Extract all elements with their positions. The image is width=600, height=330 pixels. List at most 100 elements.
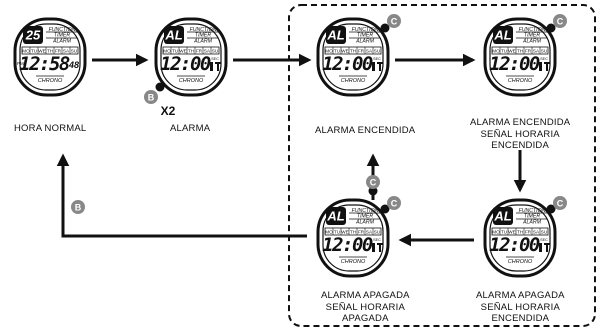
knob-c-4: [546, 204, 556, 214]
weekday-strip: [324, 46, 382, 55]
button-c-icon-letter: C: [370, 177, 377, 187]
weekday-su: SU: [541, 48, 547, 53]
mode-indicator: AL: [326, 209, 344, 224]
button-b-icon-letter: B: [75, 202, 82, 212]
weekday-mo: MO: [492, 48, 500, 53]
weekday-th: TH: [350, 229, 356, 234]
timer-label: TIMER: [524, 214, 540, 220]
weekday-we: WE: [508, 229, 515, 234]
label-line: ALARMA ENCENDIDA: [315, 125, 416, 136]
seconds-segment: [546, 64, 548, 71]
weekday-mo: MO: [163, 48, 171, 53]
label-line: HORA NORMAL: [14, 123, 87, 134]
weekday-strip: [162, 46, 220, 55]
seconds-segment: [544, 243, 550, 245]
weekday-tu: TU: [334, 229, 340, 234]
mode-box: [164, 26, 184, 44]
mode-box: [493, 207, 513, 225]
seconds-segment: [372, 243, 375, 252]
label-line: ALARMA APAGADA: [321, 290, 410, 301]
button-c-icon: [553, 14, 567, 28]
weekday-sa: SA: [366, 48, 373, 53]
chrono-label: CHRONO: [38, 78, 63, 84]
function-label: FUNCTION: [519, 208, 546, 214]
mode-indicator: AL: [493, 28, 511, 43]
alarm-label: ALARM: [522, 220, 542, 226]
timer-label: TIMER: [357, 33, 373, 39]
weekday-we: WE: [341, 48, 348, 53]
knob-c-2: [546, 23, 556, 33]
mode-indicator: AL: [326, 28, 344, 43]
seconds-segment: [215, 62, 221, 64]
label-line: ALARMA: [170, 123, 211, 134]
watch-screen: [489, 23, 551, 91]
seconds-segment: [539, 243, 542, 252]
sec-label: SEC: [540, 57, 548, 61]
mode-box: [326, 207, 346, 225]
sec-label: SEC: [540, 238, 548, 242]
alarm-label: ALARM: [193, 39, 213, 45]
weekday-su: SU: [374, 229, 380, 234]
weekday-tu: TU: [172, 48, 178, 53]
weekday-mo: MO: [22, 48, 30, 53]
weekday-sa: SA: [204, 48, 211, 53]
weekday-th: TH: [517, 48, 523, 53]
weekday-tu: TU: [334, 48, 340, 53]
button-c-icon-letter: C: [391, 16, 398, 26]
function-label: FUNCTION: [519, 27, 546, 33]
label-line: SEÑAL HORARIA: [325, 301, 405, 313]
weekday-su: SU: [541, 229, 547, 234]
weekday-we: WE: [179, 48, 186, 53]
weekday-fr: FR: [196, 48, 203, 53]
alarm-label: ALARM: [522, 39, 542, 45]
alarm-label: ALARM: [52, 39, 72, 45]
weekday-fr: FR: [55, 48, 62, 53]
main-time: 12:58: [19, 53, 70, 75]
knob-c-up: [368, 186, 378, 196]
alarm-label: ALARM: [355, 39, 375, 45]
weekday-th: TH: [350, 48, 356, 53]
watch-screen: [19, 23, 81, 91]
label-line: ENCENDIDA: [491, 140, 550, 151]
seconds-segment: [379, 64, 381, 71]
label-line: ENCENDIDA: [491, 313, 550, 324]
label-alarma: ALARMA: [170, 123, 210, 135]
knob-b-alarma: [155, 82, 165, 92]
timer-label: TIMER: [54, 33, 70, 39]
mode-box: [23, 26, 43, 44]
weekday-strip: [491, 46, 549, 55]
label-line: SEÑAL HORARIA: [480, 301, 560, 313]
mode-indicator: AL: [493, 209, 511, 224]
main-time: 12:00: [322, 53, 373, 75]
knob-c-3: [380, 204, 390, 214]
weekday-fr: FR: [525, 229, 532, 234]
function-label: FUNCTION: [190, 27, 217, 33]
weekday-sa: SA: [533, 229, 540, 234]
label-line: SEÑAL HORARIA: [480, 128, 560, 140]
weekday-su: SU: [71, 48, 77, 53]
weekday-su: SU: [212, 48, 218, 53]
seconds-segment: [210, 62, 213, 71]
weekday-fr: FR: [525, 48, 532, 53]
mode-indicator: 25: [25, 28, 41, 43]
weekday-th: TH: [188, 48, 194, 53]
chrono-label: CHRONO: [341, 259, 366, 265]
alarm-label: ALARM: [355, 220, 375, 226]
seconds-segment: [377, 243, 383, 245]
watch-screen: [489, 204, 551, 272]
chrono-label: CHRONO: [508, 259, 533, 265]
seconds-segment: [546, 245, 548, 252]
weekday-mo: MO: [325, 48, 333, 53]
label-hora-normal: HORA NORMAL: [14, 123, 86, 135]
chrono-label: CHRONO: [341, 78, 366, 84]
seconds-segment: [372, 62, 375, 71]
weekday-tu: TU: [501, 229, 507, 234]
dashed-group-frame: [288, 4, 596, 327]
